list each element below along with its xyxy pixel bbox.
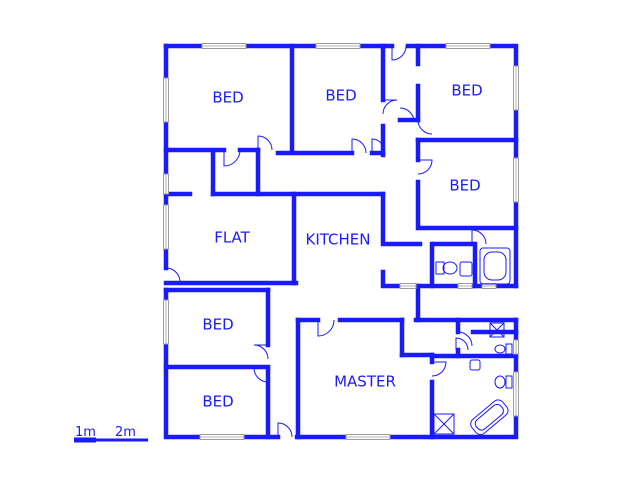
window-passage: [399, 283, 417, 289]
room-label-bed-1: BED: [212, 89, 243, 107]
window-top-bed2: [315, 43, 361, 49]
window-bottom-master: [345, 434, 391, 440]
room-label-flat: FLAT: [214, 229, 250, 247]
window-right-wc: [513, 339, 519, 355]
window-bottom-bed6: [199, 434, 245, 440]
bathtub-ensuite: [470, 399, 509, 436]
window-left-bed5: [163, 299, 169, 345]
basin: [459, 261, 473, 277]
toilet: [435, 261, 445, 275]
window-top-bed1: [201, 43, 247, 49]
windows: [163, 43, 519, 440]
basin-ensuite: [469, 359, 481, 371]
room-labels: BED BED BED BED FLAT KITCHEN BED BED MAS…: [202, 82, 482, 411]
room-label-bed-3: BED: [451, 82, 482, 100]
window-right-bed3: [513, 65, 519, 111]
room-label-bed-2: BED: [325, 87, 356, 105]
window-left-bed1: [163, 77, 169, 123]
scale-label-2m: 2m: [115, 425, 136, 440]
room-label-master: MASTER: [334, 373, 396, 391]
shower-wc: [489, 322, 505, 338]
room-label-bed-5: BED: [202, 316, 233, 334]
window-right-ensuite: [513, 371, 519, 417]
interior-walls: [163, 43, 519, 440]
shower: [433, 413, 455, 435]
room-label-bed-4: BED: [449, 177, 480, 195]
window-left-flat: [163, 204, 169, 250]
room-label-kitchen: KITCHEN: [306, 231, 371, 249]
window-left-corridor: [163, 173, 169, 195]
window-top-bed3: [445, 43, 491, 49]
window-right-bed4: [513, 157, 519, 203]
scale-label-1m: 1m: [75, 425, 96, 440]
fixtures: [433, 247, 513, 436]
scale-bar: 1m 2m: [74, 425, 148, 443]
toilet-wc: [505, 343, 513, 355]
door-swings: [165, 45, 487, 438]
window-bath-1: [457, 283, 473, 289]
toilet-ensuite: [494, 375, 506, 389]
bathtub: [479, 247, 511, 285]
room-label-bed-6: BED: [202, 393, 233, 411]
